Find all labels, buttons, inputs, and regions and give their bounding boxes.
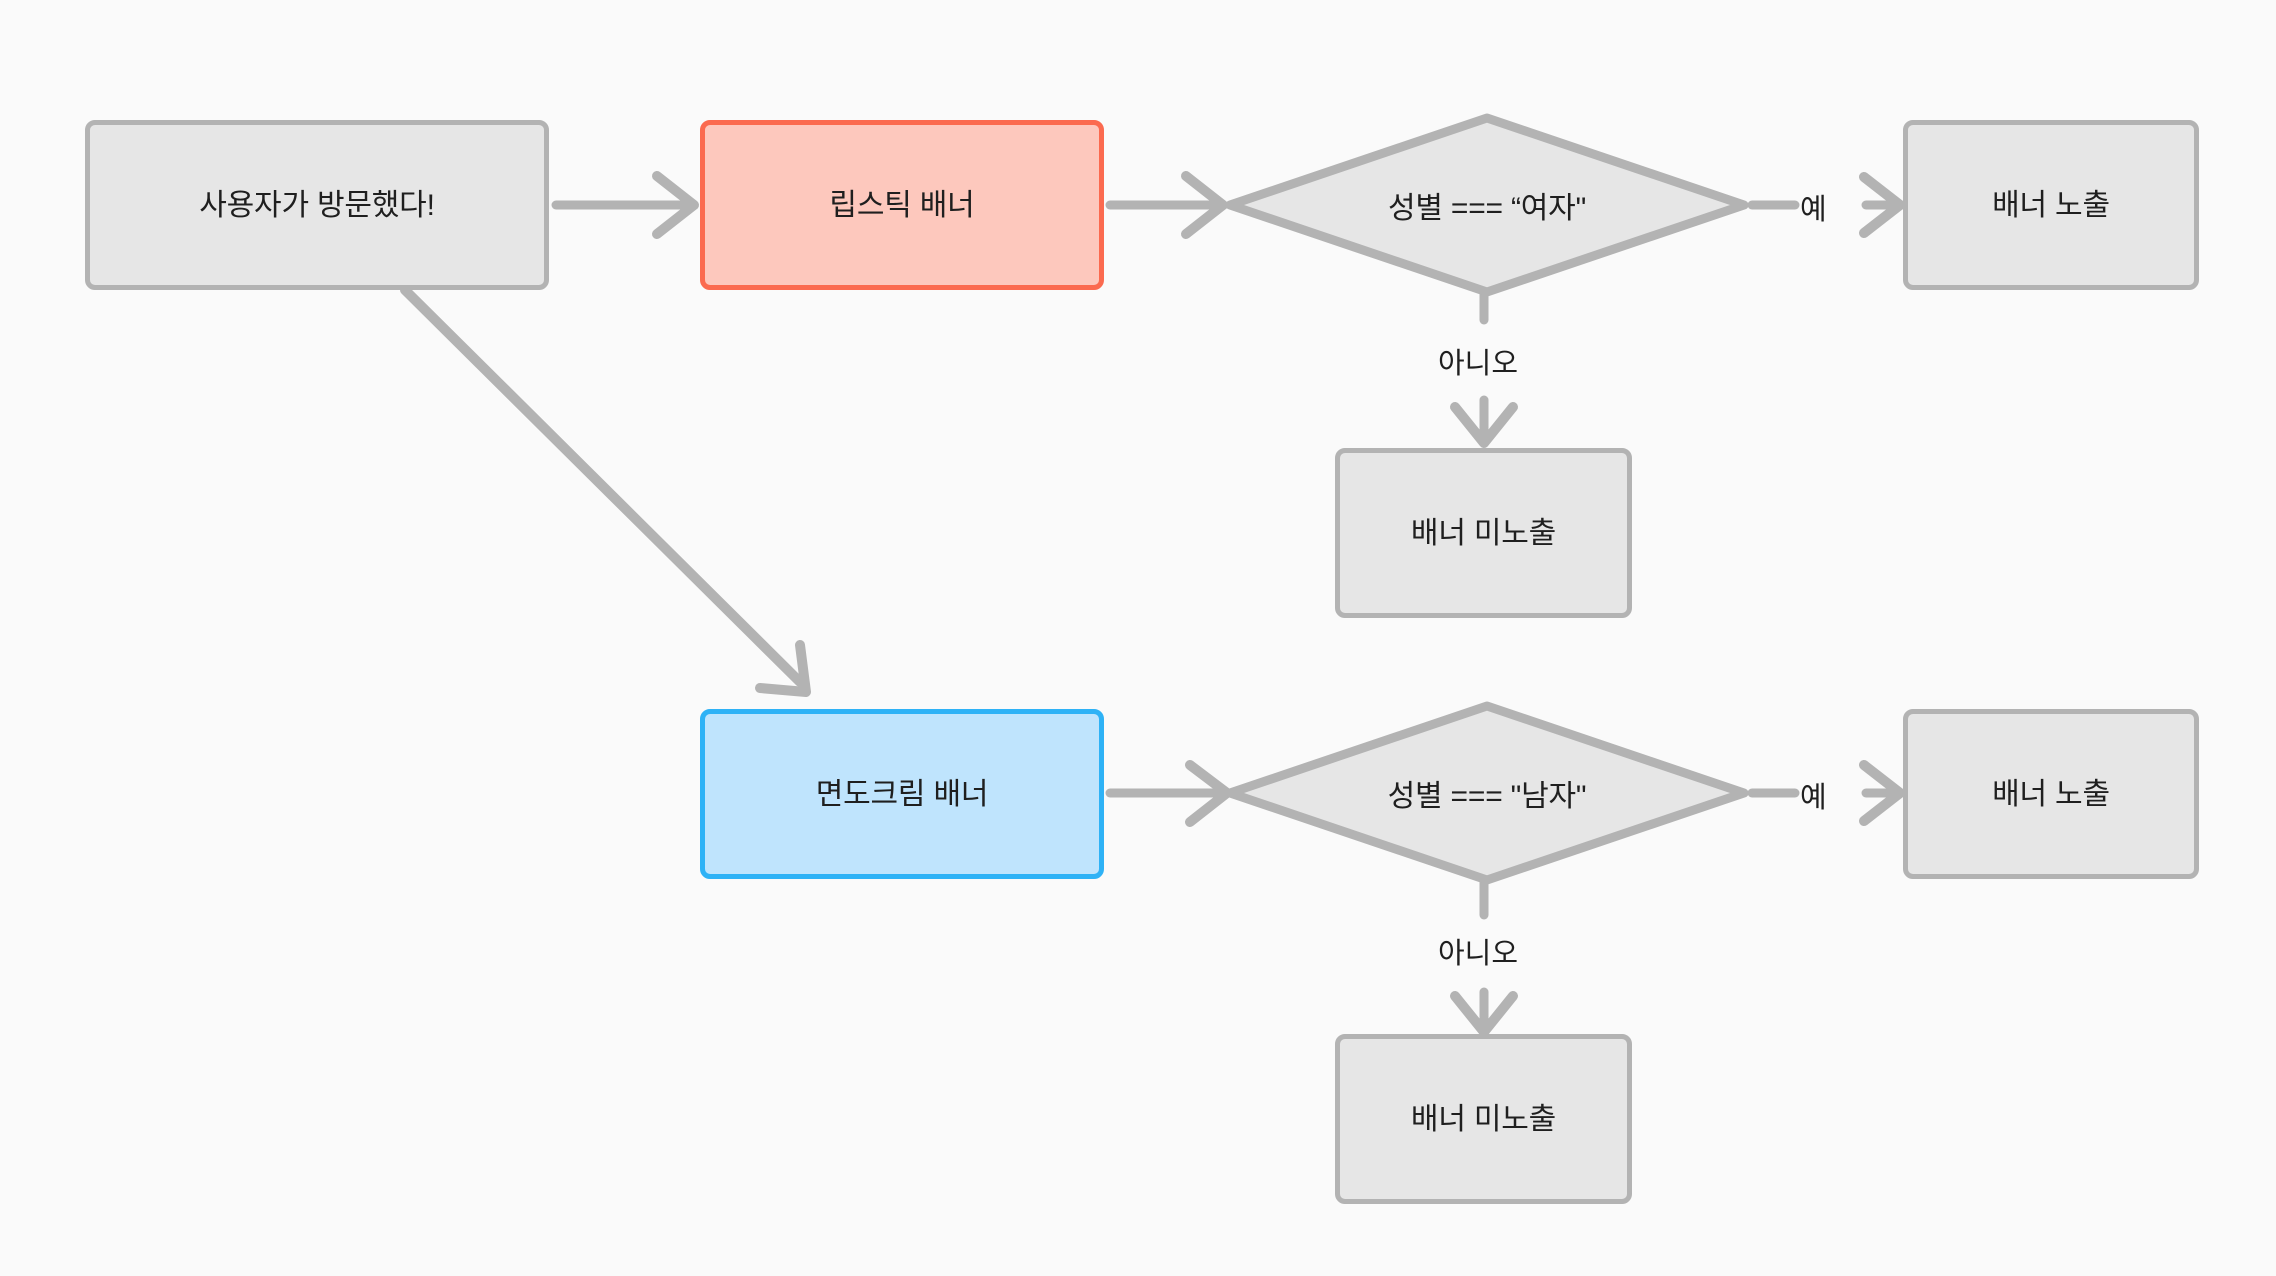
node-hide-banner-male[interactable]: 배너 미노출 xyxy=(1335,1034,1632,1204)
node-hide-banner-male-label: 배너 미노출 xyxy=(1410,1102,1557,1136)
edge-shaving-cream-to-condition-male xyxy=(1105,760,1232,827)
node-shaving-cream-banner[interactable]: 면도크림 배너 xyxy=(700,709,1104,879)
node-condition-male[interactable]: 성별 === "남자" xyxy=(1222,698,1752,888)
node-lipstick-banner[interactable]: 립스틱 배너 xyxy=(700,120,1104,290)
diamond-female-shape xyxy=(1225,113,1749,297)
node-show-banner-male[interactable]: 배너 노출 xyxy=(1903,709,2199,879)
node-condition-female-label: 성별 === “여자" xyxy=(1387,192,1587,225)
node-hide-banner-female-label: 배너 미노출 xyxy=(1410,516,1557,550)
edge-label-female-no: 아니오 xyxy=(1438,348,1519,380)
node-condition-female[interactable]: 성별 === “여자" xyxy=(1222,110,1752,300)
edge-label-male-yes: 예 xyxy=(1800,782,1827,814)
edge-start-to-lipstick xyxy=(551,171,699,239)
edge-label-female-yes: 예 xyxy=(1800,194,1827,226)
edge-lipstick-to-condition-female xyxy=(1105,171,1228,239)
node-show-banner-female[interactable]: 배너 노출 xyxy=(1903,120,2199,290)
node-lipstick-banner-label: 립스틱 배너 xyxy=(829,188,975,222)
edge-label-male-no: 아니오 xyxy=(1438,938,1519,970)
node-show-banner-female-label: 배너 노출 xyxy=(1992,188,2110,222)
node-condition-male-label: 성별 === "남자" xyxy=(1387,780,1587,813)
node-hide-banner-female[interactable]: 배너 미노출 xyxy=(1335,448,1632,618)
node-start-label: 사용자가 방문했다! xyxy=(199,188,435,222)
diamond-male-shape xyxy=(1225,701,1749,885)
node-shaving-cream-banner-label: 면도크림 배너 xyxy=(815,777,989,811)
node-start[interactable]: 사용자가 방문했다! xyxy=(85,120,549,290)
edge-start-to-shaving-cream xyxy=(400,285,811,697)
node-show-banner-male-label: 배너 노출 xyxy=(1992,777,2110,811)
